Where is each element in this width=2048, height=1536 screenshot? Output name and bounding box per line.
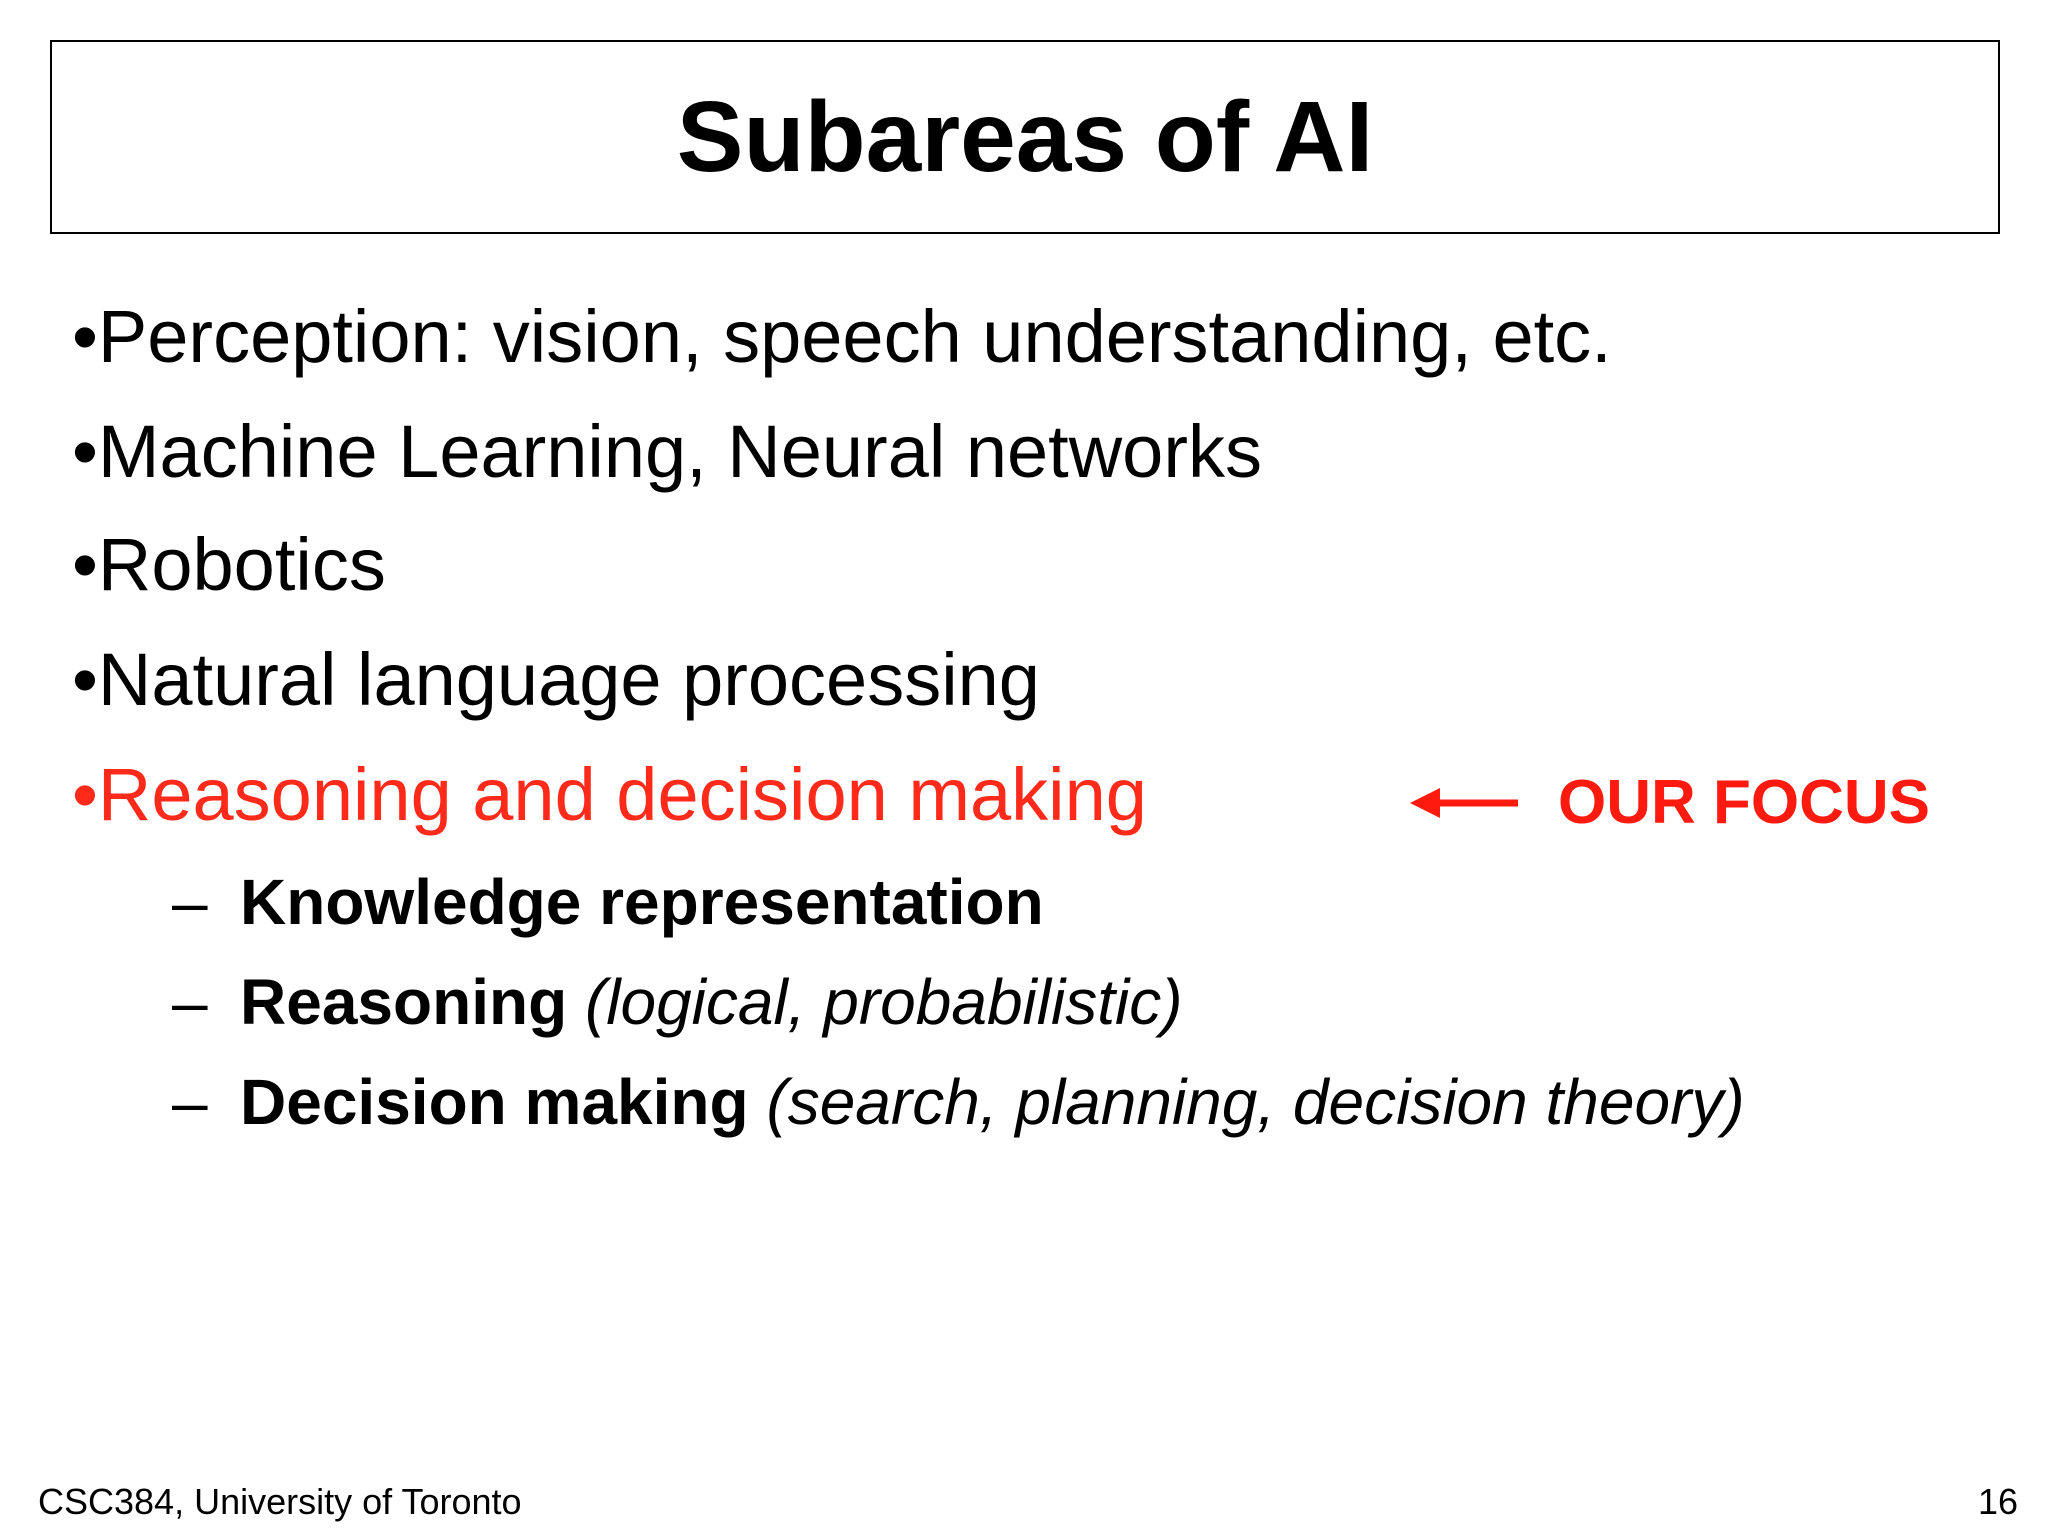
subitem-bold: Knowledge representation (240, 866, 1044, 938)
bullet-perception: •Perception: vision, speech understandin… (72, 295, 1612, 378)
subitem-dash: – (172, 966, 208, 1038)
subitem-italic: (logical, probabilistic) (584, 966, 1183, 1038)
page-number: 16 (1977, 1481, 2018, 1522)
bullet-reasoning-decision: •Reasoning and decision making (72, 753, 1147, 836)
focus-label: OUR FOCUS (1558, 768, 1930, 837)
subitem-dash: – (172, 866, 208, 938)
bullet-nlp: •Natural language processing (72, 638, 1040, 721)
bullet-robotics: •Robotics (72, 523, 386, 606)
subitem-bold: Decision making (240, 1066, 749, 1138)
focus-callout: OUR FOCUS (1410, 772, 1930, 834)
subitem-italic: (search, planning, decision theory) (766, 1066, 1745, 1138)
footer-course: CSC384, University of Toronto (38, 1481, 522, 1522)
subitem-dash: – (172, 1066, 208, 1138)
subitem-bold: Reasoning (240, 966, 568, 1038)
bullet-machine-learning: •Machine Learning, Neural networks (72, 410, 1262, 493)
subitem-reasoning: –Reasoning (logical, probabilistic) (172, 970, 1183, 1034)
subitem-knowledge: –Knowledge representation (172, 870, 1044, 934)
subitem-decision: –Decision making (search, planning, deci… (172, 1070, 1745, 1134)
slide-title: Subareas of AI (676, 81, 1374, 193)
left-arrow-icon (1410, 788, 1518, 818)
title-box: Subareas of AI (50, 40, 2000, 234)
